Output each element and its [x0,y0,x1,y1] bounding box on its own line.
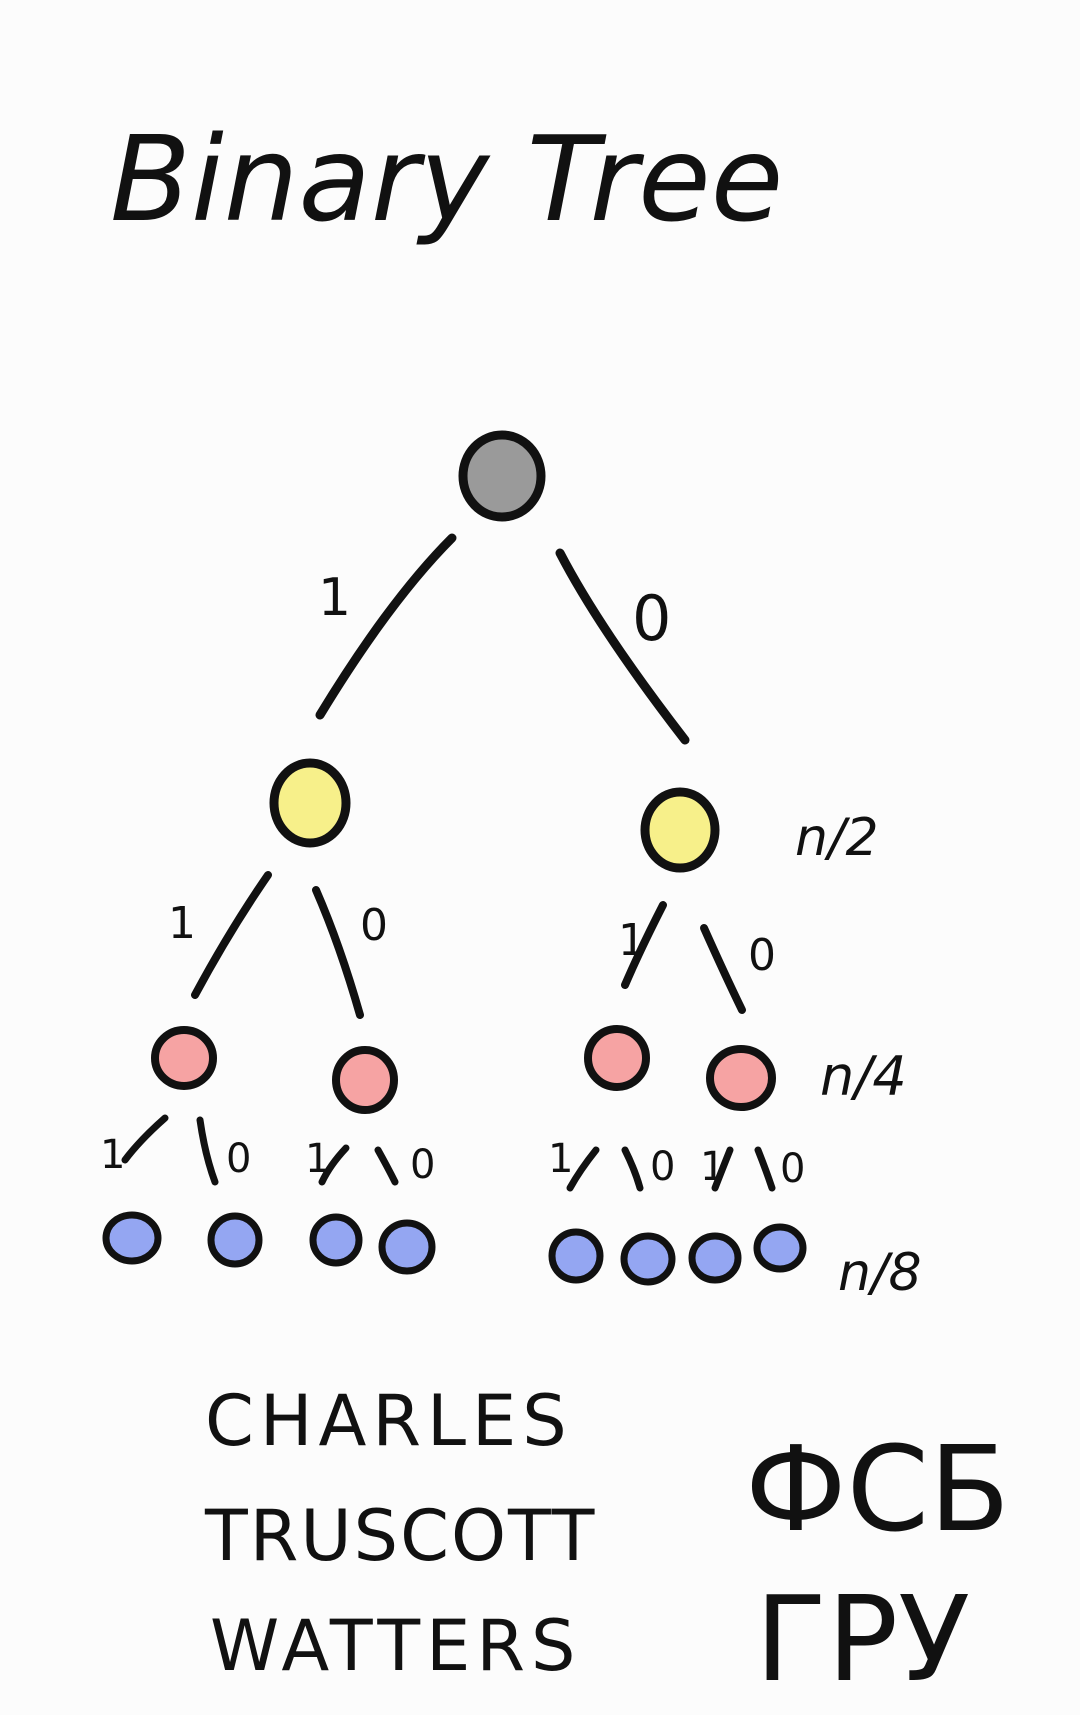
level3-node [688,1232,742,1284]
level-label-n8: n/8 [838,1243,922,1303]
edge-label: 1 [305,1136,330,1182]
level-labels: n/2 n/4 n/8 [795,808,922,1303]
edge-label: 1 [318,568,351,628]
edge-l2-b-right [374,1146,399,1186]
edge-label: 0 [748,930,776,981]
edge-label: 1 [700,1144,725,1190]
edge-label: 0 [410,1142,435,1188]
page-title: Binary Tree [110,110,783,248]
level1-node [269,758,351,848]
edge-l2-c-left [566,1146,600,1192]
edge-root-right [555,548,690,745]
level3-node [207,1212,263,1268]
level3-node [753,1223,807,1273]
edge-l2-a-left [121,1114,169,1164]
root-node [458,430,546,522]
stamp-line: ФСБ [745,1420,1010,1558]
edge-l1-left-right [312,886,364,1019]
level3-node [102,1211,162,1265]
edge-l2-a-right [196,1116,219,1186]
level-label-n4: n/4 [820,1045,907,1108]
level3-node [620,1232,676,1286]
stamp-line: ГРУ [755,1570,970,1708]
author-line: CHARLES [205,1380,573,1462]
tree-edges [121,533,776,1192]
edge-labels: 1 0 1 0 1 0 1 0 1 0 1 0 1 0 [100,568,805,1192]
edge-l2-d-right [754,1146,776,1192]
level2-node [706,1045,776,1111]
edge-label: 1 [548,1136,573,1182]
stamp-block: ФСБ ГРУ [745,1420,1010,1708]
edge-label: 0 [650,1144,675,1190]
edge-l1-right-left [621,901,667,989]
edge-root-left [315,533,457,720]
author-line: TRUSCOTT [204,1495,596,1577]
level2-node [584,1025,650,1091]
level3-node [309,1213,363,1267]
edge-label: 1 [168,898,196,949]
level-label-n2: n/2 [795,808,879,868]
tree-nodes [102,430,807,1286]
level2-node [151,1026,217,1090]
edge-label: 1 [100,1132,125,1178]
level3-node [548,1228,604,1284]
edge-label: 1 [618,915,646,966]
author-block: CHARLES TRUSCOTT WATTERS [204,1380,596,1687]
edge-l1-right-right [700,924,746,1014]
level1-node [640,787,720,873]
edge-l2-b-left [318,1144,350,1186]
edge-label: 0 [360,900,388,951]
author-line: WATTERS [210,1605,581,1687]
level3-node [378,1219,436,1275]
level2-node [332,1046,398,1114]
edge-label: 0 [632,582,671,655]
edge-label: 0 [780,1146,805,1192]
edge-label: 0 [226,1136,251,1182]
edge-l2-c-right [621,1146,644,1192]
edge-l1-left-left [191,871,272,999]
edge-l2-d-left [711,1146,734,1192]
